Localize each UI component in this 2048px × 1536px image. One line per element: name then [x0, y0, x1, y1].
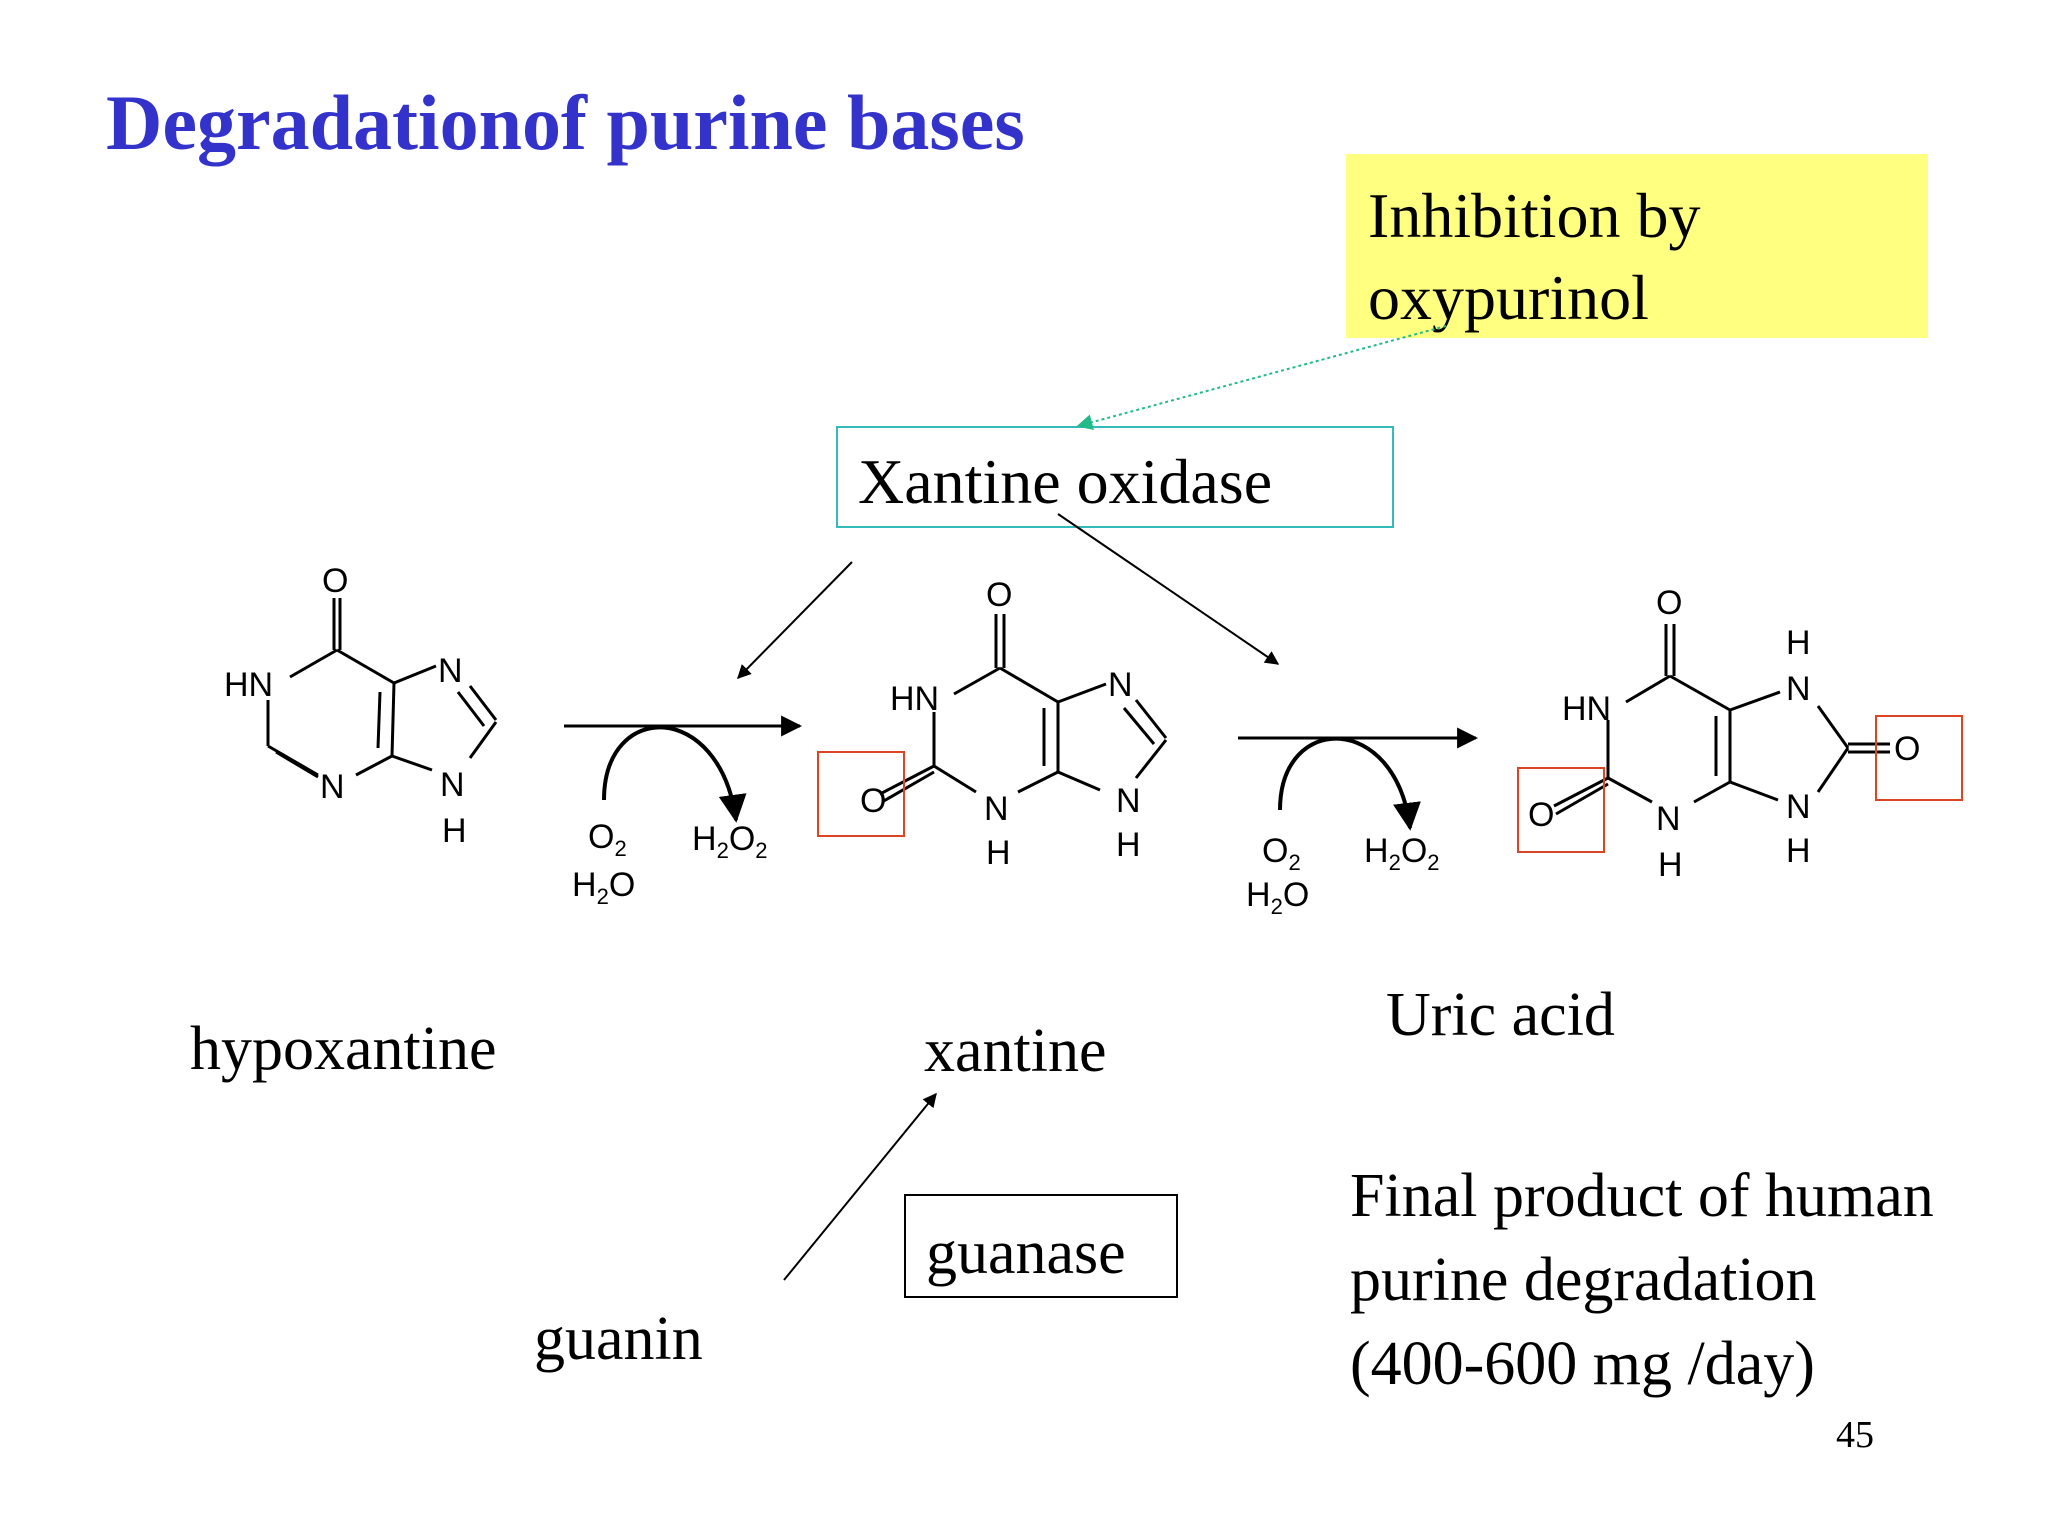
xanthine-atom: H — [1116, 826, 1141, 864]
uric-acid-atom: O — [1894, 730, 1920, 768]
hypoxanthine-structure — [266, 598, 498, 779]
hypoxanthine-atom: N — [440, 766, 465, 804]
uric-acid-atom: O — [1656, 584, 1682, 622]
oxidase-arrow-step-1 — [737, 561, 853, 679]
xanthine-oxidase-label: Xantine oxidase — [858, 446, 1273, 517]
uric-acid-oxygen-highlight-2 — [1875, 715, 1963, 801]
uric-acid-atom: HN — [1562, 690, 1611, 728]
xanthine-atom: N — [984, 790, 1009, 828]
inhibition-arrow — [1076, 325, 1447, 430]
uric-acid-atoms: O HN H N O O N H N H — [1528, 584, 1920, 884]
xanthine-atom: H — [986, 834, 1011, 872]
reaction-1-output: H2O2 — [692, 820, 768, 863]
uric-acid-atom: N — [1786, 788, 1811, 826]
reaction-1: O2 H2O H2O2 — [564, 715, 803, 909]
xanthine-structure — [879, 614, 1168, 804]
xanthine-atoms: O HN N O N H N H — [860, 576, 1141, 872]
uric-acid-label: Uric acid — [1386, 981, 1615, 1049]
uric-acid-atom: H — [1786, 624, 1811, 662]
uric-acid-atom: H — [1658, 846, 1683, 884]
xanthine-atom: N — [1108, 666, 1133, 704]
inhibition-note-line-1: Inhibition by — [1368, 180, 1701, 251]
hypoxanthine-atom: H — [442, 812, 467, 850]
xanthine-atom: O — [860, 782, 886, 820]
uric-acid-atom: N — [1656, 800, 1681, 838]
hypoxanthine-label: hypoxantine — [190, 1015, 497, 1083]
uric-acid-structure — [1553, 624, 1890, 816]
xanthine-label: xantine — [924, 1017, 1107, 1085]
inhibition-note-line-2: oxypurinol — [1368, 262, 1649, 333]
uric-acid-oxygen-highlight-1 — [1517, 767, 1605, 853]
reaction-2-output: H2O2 — [1364, 832, 1440, 875]
guanase-label: guanase — [926, 1219, 1126, 1287]
reaction-1-input-1: O2 — [588, 818, 627, 861]
hypoxanthine-atom: O — [322, 562, 348, 600]
guanine-label: guanin — [534, 1305, 703, 1373]
reaction-2-input-1: O2 — [1262, 832, 1301, 875]
final-product-line-3: (400-600 mg /day) — [1350, 1330, 1815, 1398]
hypoxanthine-atom: N — [320, 768, 345, 806]
xanthine-atom: O — [986, 576, 1012, 614]
uric-acid-atom: O — [1528, 796, 1554, 834]
reaction-1-curve-arrow — [602, 725, 747, 823]
hypoxanthine-atoms: O HN N N N H — [224, 562, 467, 850]
final-product-line-1: Final product of human — [1350, 1162, 1934, 1230]
inhibition-note: Inhibition by oxypurinol — [1346, 154, 1928, 338]
reaction-2-input-2: H2O — [1246, 876, 1309, 919]
final-product-note: Final product of human purine degradatio… — [1350, 1154, 1934, 1406]
xanthine-new-oxygen-highlight — [817, 751, 905, 837]
final-product-line-2: purine degradation — [1350, 1246, 1817, 1314]
uric-acid-atom: N — [1786, 670, 1811, 708]
guanase-arrow — [783, 1092, 937, 1281]
xanthine-oxidase-box: Xantine oxidase — [836, 426, 1394, 528]
uric-acid-atom: H — [1786, 832, 1811, 870]
hypoxanthine-atom: N — [438, 652, 463, 690]
xanthine-atom: N — [1116, 782, 1141, 820]
xanthine-atom: HN — [890, 680, 939, 718]
reaction-2-curve-arrow — [1278, 736, 1421, 831]
reaction-1-input-2: H2O — [572, 866, 635, 909]
page-number: 45 — [1836, 1414, 1874, 1456]
guanase-box: guanase — [904, 1194, 1178, 1298]
reaction-2: O2 H2O H2O2 — [1238, 727, 1479, 919]
oxidase-arrow-step-2 — [1057, 513, 1280, 665]
slide-title: Degradationof purine bases — [106, 79, 1025, 166]
hypoxanthine-atom: HN — [224, 666, 273, 704]
